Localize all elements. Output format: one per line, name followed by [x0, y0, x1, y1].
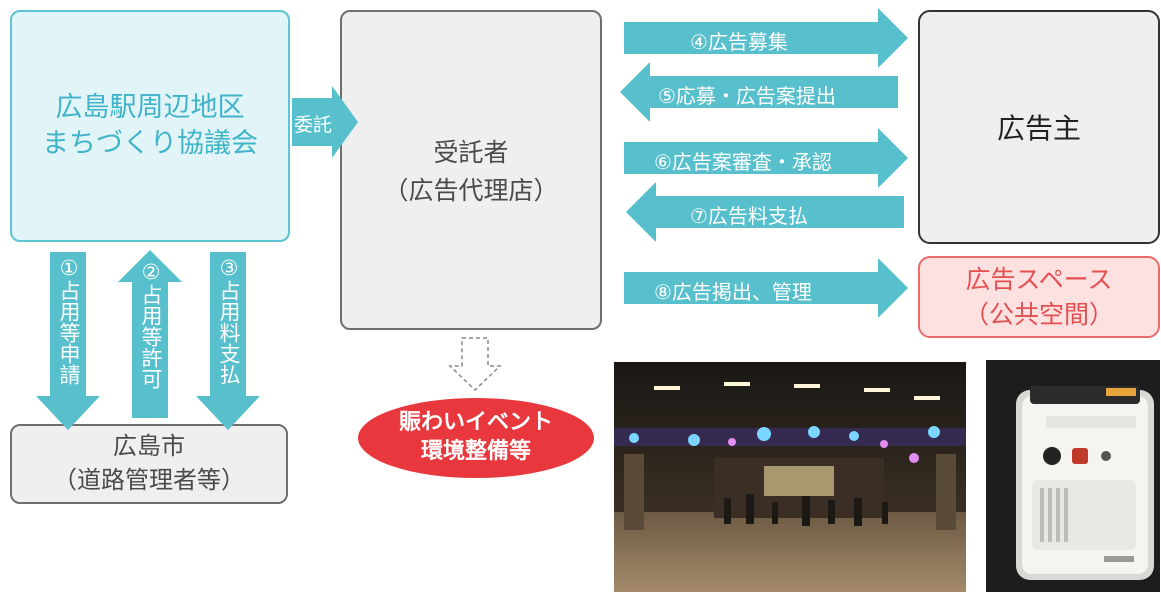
arrow-step5-label: ⑤応募・広告案提出 — [658, 84, 836, 108]
arrow-step3-label: ③占用料支払 — [217, 256, 242, 385]
arrow-step4-label: ④広告募集 — [690, 30, 788, 54]
event-line1: 賑わいイベント — [398, 410, 553, 436]
city-line2: （道路管理者等） — [53, 466, 245, 494]
underground-concourse-photo — [614, 362, 966, 592]
arrow-step6 — [624, 128, 908, 188]
arrow-step6-label: ⑥広告案審査・承認 — [654, 150, 832, 174]
council-box: 広島駅周辺地区 まちづくり協議会 — [10, 10, 290, 242]
ad-space-box: 広告スペース （公共空間） — [918, 256, 1160, 338]
contractor-box: 受託者 （広告代理店） — [340, 10, 602, 330]
arrow-entrust — [292, 86, 358, 158]
arrow-step8-label: ⑧広告掲出、管理 — [654, 280, 812, 304]
arrow-step2-label: ②占用等許可 — [139, 260, 164, 389]
arrow-step1 — [36, 252, 100, 430]
concourse-illustration — [614, 362, 966, 592]
arrow-entrust-label: 委託 — [294, 114, 333, 136]
event-line2: 環境整備等 — [420, 439, 531, 464]
contractor-line2: （広告代理店） — [383, 175, 559, 205]
event-ellipse: 賑わいイベント 環境整備等 — [358, 398, 594, 478]
arrow-step3 — [196, 252, 260, 430]
arrow-step4 — [624, 8, 908, 68]
council-name-line1: 広島駅周辺地区 — [55, 91, 245, 123]
advertiser-box: 広告主 — [918, 10, 1160, 244]
arrow-step5 — [620, 62, 898, 122]
arrow-step1-label: ①占用等申請 — [57, 256, 82, 385]
ad-space-line1: 広告スペース — [965, 265, 1113, 294]
arrow-step7 — [626, 182, 904, 242]
council-name-line2: まちづくり協議会 — [42, 128, 258, 159]
arrow-step2 — [118, 250, 182, 418]
arrow-step8 — [624, 258, 908, 318]
hollow-down-arrow — [448, 337, 502, 392]
city-box: 広島市 （道路管理者等） — [10, 424, 288, 504]
city-line1: 広島市 — [113, 432, 185, 461]
ad-space-line2: （公共空間） — [963, 300, 1114, 329]
generator-illustration — [986, 360, 1160, 592]
generator-device-photo — [986, 360, 1160, 592]
arrow-step7-label: ⑦広告料支払 — [690, 204, 808, 228]
contractor-line1: 受託者 — [433, 138, 509, 167]
advertiser-label: 広告主 — [996, 112, 1081, 145]
